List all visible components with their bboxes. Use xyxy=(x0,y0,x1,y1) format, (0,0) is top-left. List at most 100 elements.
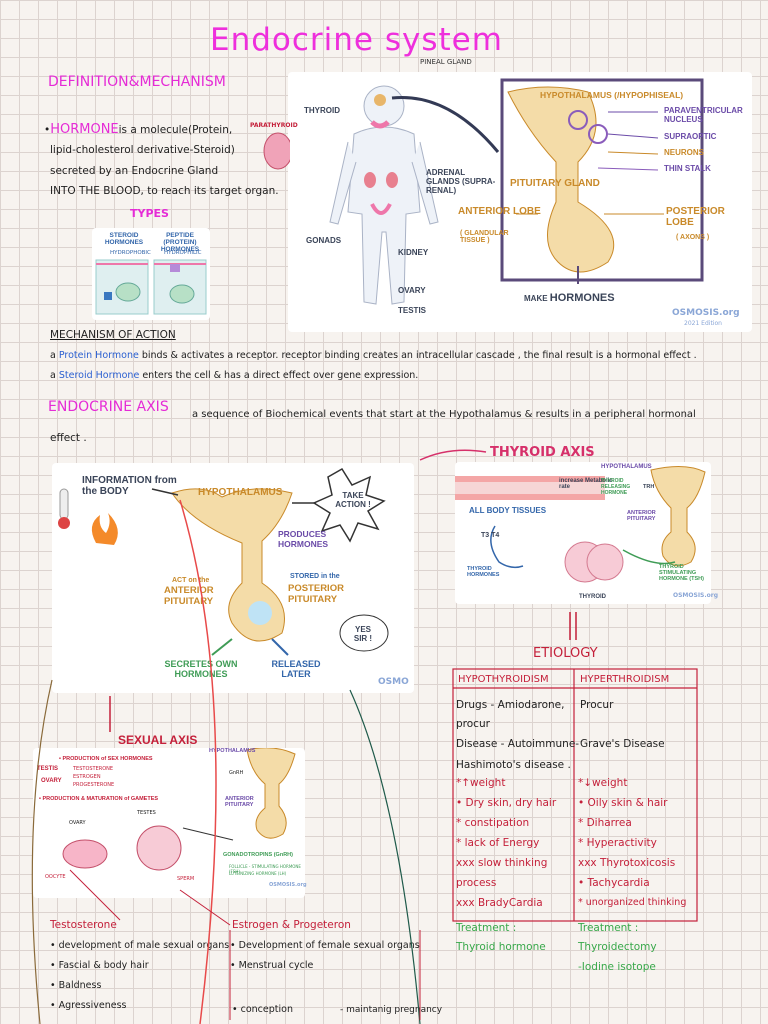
body-illustration xyxy=(329,78,704,305)
edition-label: 2021 Edition xyxy=(684,320,722,327)
definition-line-2: lipid-cholesterol derivative-Steroid) xyxy=(50,144,235,156)
axis-illustration xyxy=(58,467,389,656)
testosterone-label: TESTOSTERONE xyxy=(73,766,114,772)
thyroid-hypothalamus-label: HYPOTHALAMUS xyxy=(601,464,652,470)
hypo-item: *↑weight xyxy=(456,777,506,789)
hypo-item: • Dry skin, dry hair xyxy=(456,797,557,809)
parathyroid-icon xyxy=(263,132,293,170)
released-label: RELEASED LATER xyxy=(271,659,321,679)
treatment-right-value-2: -Iodine isotope xyxy=(578,961,656,973)
col-hypothyroidism: HYPOTHYROIDISM xyxy=(458,674,549,685)
page-title: Endocrine system xyxy=(210,22,503,58)
hypothalamus-label: HYPOTHALAMUS (/HYPOPHISEAL) xyxy=(540,90,684,100)
sex-anterior-label: ANTERIOR PITUITARY xyxy=(225,796,254,808)
axis-text-1: a sequence of Biochemical events that st… xyxy=(192,409,696,420)
testosterone-list: • development of male sexual organs • Fa… xyxy=(50,936,229,1016)
drugs-right: Procur xyxy=(580,699,614,711)
axis-text-2: effect . xyxy=(50,432,87,444)
trh-short-label: TRH xyxy=(643,484,655,490)
definition-line-3: secreted by an Endocrine Gland xyxy=(50,165,219,177)
pineal-label: PINEAL GLAND xyxy=(420,58,472,66)
conception-label: • conception xyxy=(232,1004,293,1015)
sex-testis-label: TESTIS xyxy=(37,766,59,772)
lh-label: LUTEINIZING HORMONE (LH) xyxy=(229,871,287,876)
thin-stalk-label: THIN STALK xyxy=(664,164,711,173)
drugs-line-1: Drugs - Amiodarone, xyxy=(456,699,565,711)
posterior-lobe-label: POSTERIOR LOBE xyxy=(666,206,725,228)
disease-line-2: Hashimoto's disease . xyxy=(456,759,571,771)
hormone-word: HORMONE xyxy=(50,122,119,137)
sex-hypothalamus-label: HYPOTHALAMUS xyxy=(209,748,256,754)
cells-illustration xyxy=(95,259,207,315)
metabolic-label: increase Metabolic rate xyxy=(559,478,613,490)
estrogen-heading: Estrogen & Progeteron xyxy=(232,919,351,931)
trh-label: THYROID RELEASING HORMONE xyxy=(601,478,631,496)
peptide-sub: HYDROPHILIC xyxy=(164,250,202,256)
types-figure: STEROID HORMONES PEPTIDE (PROTEIN) HORMO… xyxy=(92,228,210,320)
gametes-label: • PRODUCTION & MATURATION of GAMETES xyxy=(39,796,159,802)
posterior-pituitary-label: POSTERIOR PITUITARY xyxy=(288,583,344,605)
tissues-label: ALL BODY TISSUES xyxy=(469,506,547,515)
stored-label: STORED in the xyxy=(290,573,340,580)
treatment-left-value: Thyroid hormone xyxy=(456,941,546,953)
produces-label: PRODUCES HORMONES xyxy=(278,529,329,549)
ovary-label: OVARY xyxy=(398,286,426,295)
info-label: INFORMATION from the BODY xyxy=(82,475,177,497)
supraoptic-label: SUPRAOPTIC xyxy=(664,132,717,141)
pituitary-gland-label: PITUITARY GLAND xyxy=(510,178,600,189)
mechanism-line-1: a Protein Hormone binds & activates a re… xyxy=(50,350,697,361)
drugs-line-2: procur xyxy=(456,718,490,730)
testis-label: TESTIS xyxy=(398,306,427,315)
types-heading: TYPES xyxy=(130,207,169,220)
definition-heading: DEFINITION&MECHANISM xyxy=(48,74,226,90)
thyroid-axis-figure: ALL BODY TISSUES increase Metabolic rate… xyxy=(455,462,718,604)
hyper-item: xxx Thyrotoxicosis xyxy=(578,857,676,869)
hyper-item: *↓weight xyxy=(578,777,628,789)
kidney-label: KIDNEY xyxy=(398,248,429,257)
osmosis-logo: OSMOSIS.org xyxy=(672,308,740,318)
treatment-left-label: Treatment : xyxy=(456,922,517,934)
hyper-symptoms: *↓weight • Oily skin & hair * Diharrea *… xyxy=(578,773,686,913)
hypo-item: process xyxy=(456,877,497,889)
anterior-pituitary-label: ANTERIOR PITUITARY xyxy=(164,585,214,607)
testosterone-item: • Fascial & body hair xyxy=(50,960,149,971)
mechanism-line-2: a Steroid Hormone enters the cell & has … xyxy=(50,370,419,381)
mechanism-heading: MECHANISM OF ACTION xyxy=(50,329,176,341)
sexual-axis-figure: • PRODUCTION of SEX HORMONES TESTIS OVAR… xyxy=(33,748,307,898)
testosterone-heading: Testosterone xyxy=(50,919,117,931)
thyroid-label: THYROID xyxy=(304,106,340,115)
steroid-sub: HYDROPHOBIC xyxy=(110,250,151,256)
testosterone-item: • development of male sexual organs xyxy=(50,940,230,951)
progesterone-label: PROGESTERONE xyxy=(73,782,115,788)
testosterone-item: • Agressiveness xyxy=(50,1000,127,1011)
axis-figure: INFORMATION from the BODY HYPOTHALAMUS T… xyxy=(52,463,414,693)
t3t4-label: T3 T4 xyxy=(481,532,500,539)
bullet: • xyxy=(44,124,51,136)
pregnancy-label: - maintanig pregnancy xyxy=(340,1005,443,1015)
thyroid-hormones-label: THYROID HORMONES xyxy=(467,566,500,578)
sex-ovary-label: OVARY xyxy=(41,778,62,784)
etiology-grid xyxy=(452,668,698,922)
axis-osmosis-logo: OSMO xyxy=(378,677,409,687)
definition-line-4: INTO THE BLOOD, to reach its target orga… xyxy=(50,185,279,197)
etiology-heading: ETIOLOGY xyxy=(533,646,598,661)
body-figure: PINEAL GLAND THYROID ADRENAL GLANDS (SUP… xyxy=(288,58,752,332)
take-action-label: TAKE ACTION ! xyxy=(335,491,371,509)
anterior-lobe-label: ANTERIOR LOBE xyxy=(458,206,541,217)
secretes-label: SECRETES OWN HORMONES xyxy=(164,659,238,679)
sexual-axis-heading: SEXUAL AXIS xyxy=(118,733,198,747)
testosterone-item: • Baldness xyxy=(50,980,102,991)
hypo-item: * constipation xyxy=(456,817,530,829)
treatment-right-label: Treatment : xyxy=(578,922,639,934)
production-sex-label: • PRODUCTION of SEX HORMONES xyxy=(59,756,153,762)
col-hyperthyroidism: HYPERTHROIDISM xyxy=(580,674,670,685)
disease-line-1: Disease - Autoimmune- xyxy=(456,738,580,750)
treatment-right-value: Thyroidectomy xyxy=(578,941,657,953)
thyroid-osmosis-logo: OSMOSIS.org xyxy=(673,592,719,599)
hypo-item: * lack of Energy xyxy=(456,837,540,849)
thyroid-anterior-label: ANTERIOR PITUITARY xyxy=(627,510,656,522)
posterior-sub-label: ( AXONS ) xyxy=(676,234,710,241)
disease-right: Grave's Disease xyxy=(580,738,665,750)
gnrh-label: GnRH xyxy=(229,770,244,776)
estrogen-item: • Menstrual cycle xyxy=(230,960,314,971)
